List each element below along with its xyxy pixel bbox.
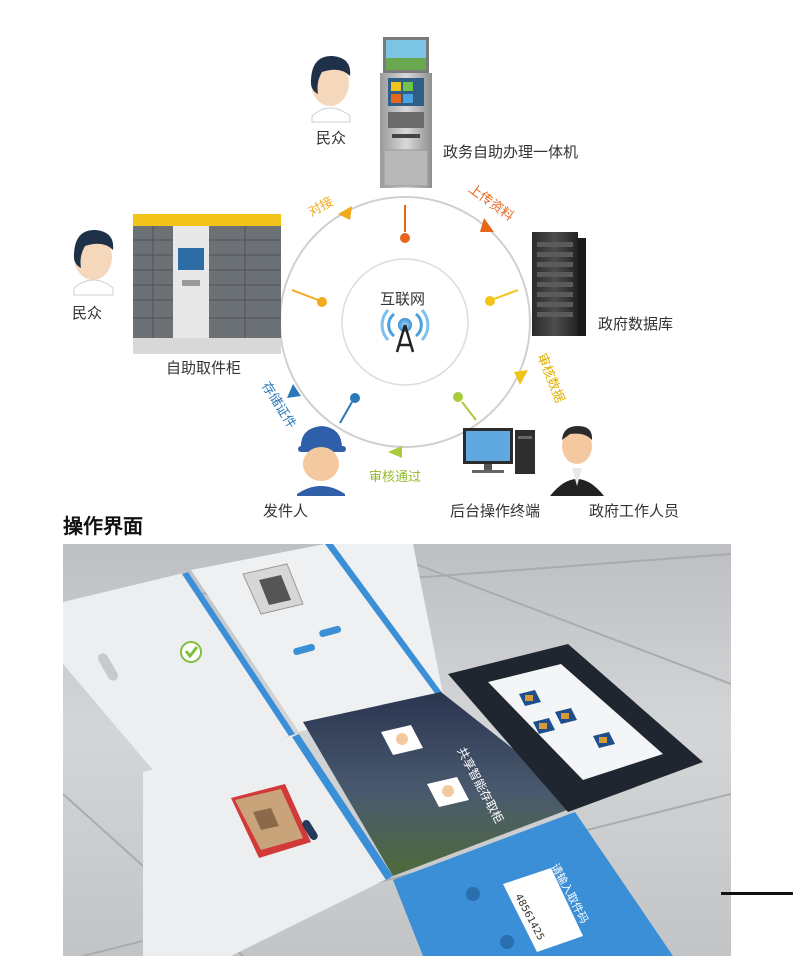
label-locker: 自助取件柜 xyxy=(166,359,242,377)
arrow-upload xyxy=(480,218,494,232)
government-staff-avatar xyxy=(550,426,604,496)
label-citizen-left: 民众 xyxy=(72,304,103,322)
spoke-left xyxy=(291,289,327,307)
sender-courier-avatar xyxy=(297,426,346,496)
spoke-bottom-left xyxy=(339,393,360,424)
code-input-box xyxy=(503,868,583,952)
service-icons xyxy=(519,690,615,748)
label-citizen-top: 民众 xyxy=(316,129,347,147)
device-photo-icon xyxy=(242,563,304,615)
parcel-photo xyxy=(231,784,311,858)
database-server-icon xyxy=(532,232,586,336)
spoke-top xyxy=(400,205,410,243)
internet-icon xyxy=(380,308,430,353)
screens-illustration: 共享智能存取柜 48561425 请输入取件码 xyxy=(63,544,731,956)
label-kiosk: 政务自助办理一体机 xyxy=(443,143,579,161)
citizen-avatar-left xyxy=(73,229,114,296)
locker-cabinet-icon xyxy=(133,214,281,354)
service-flow-diagram xyxy=(73,37,604,496)
terminal-computer-icon xyxy=(463,428,535,474)
decorative-rule xyxy=(721,892,793,895)
spoke-right xyxy=(485,289,519,306)
inner-ring xyxy=(341,258,469,386)
spoke-bottom-right xyxy=(453,392,477,421)
interface-screens-photo: 共享智能存取柜 48561425 请输入取件码 xyxy=(63,544,731,956)
label-sender: 发件人 xyxy=(263,502,309,520)
label-terminal: 后台操作终端 xyxy=(450,502,541,520)
screen-pickup-success xyxy=(63,572,295,776)
arrow-review-data xyxy=(514,370,528,385)
label-internet: 互联网 xyxy=(380,290,426,308)
label-database: 政府数据库 xyxy=(598,315,674,333)
arrow-store xyxy=(287,384,301,398)
section-title: 操作界面 xyxy=(63,514,143,538)
check-icon xyxy=(180,641,202,663)
kiosk-machine-icon xyxy=(380,37,432,188)
label-staff: 政府工作人员 xyxy=(589,502,680,520)
arrow-approved xyxy=(388,446,402,458)
flow-approved: 审核通过 xyxy=(369,470,422,485)
citizen-avatar-top xyxy=(310,55,351,123)
arrow-dock xyxy=(338,206,352,220)
